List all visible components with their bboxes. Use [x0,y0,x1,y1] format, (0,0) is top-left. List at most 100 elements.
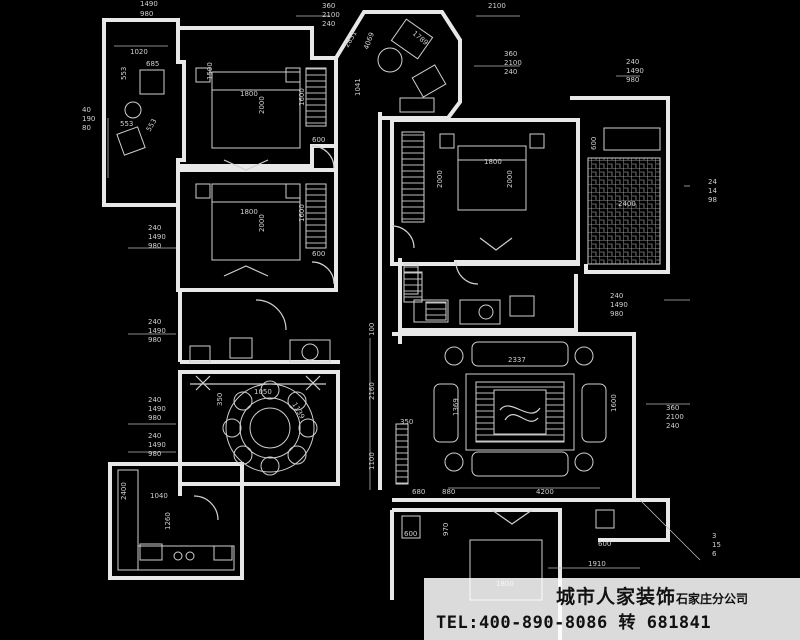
dim-2000-a: 2000 [258,96,266,114]
wardrobe-master [401,131,425,223]
dim-553-c: 553 [145,117,159,133]
dim-1490-a: 1490 [140,0,158,8]
dim-240-a: 240 [322,20,335,28]
dim-970: 970 [442,523,450,536]
dim-1500: 1500 [206,62,214,80]
dim-360-b: 360 [504,50,517,58]
sofa-top [471,341,569,367]
dim-2831: 2831 [343,30,359,49]
dim-240-c: 240 [626,58,639,66]
company-name-main: 城市人家装饰 [556,586,677,608]
dim-2100-d: 2100 [666,413,684,421]
dim-685: 685 [146,60,159,68]
dim-2000-b: 2000 [436,170,444,188]
dim-1139: 1139 [290,401,306,420]
dim-1369: 1369 [452,398,460,416]
dim-3: 3 [712,532,716,540]
dim-1040: 1040 [150,492,168,500]
sofa-right [581,383,607,443]
dim-2000-c: 2000 [506,170,514,188]
dim-600-b: 600 [590,137,598,150]
kitchen-counter [117,469,139,571]
dim-1260: 1260 [164,512,172,530]
dim-6: 6 [712,550,717,558]
dim-980-g: 980 [148,450,161,458]
dim-2337: 2337 [508,356,526,364]
master-bed [457,145,527,211]
company-phone: TEL:400-890-8086 转 681841 [436,613,712,633]
dim-1789: 1789 [411,29,430,47]
toilet [478,304,494,320]
dim-1600-b: 1600 [298,204,306,222]
walls [102,10,670,640]
dim-350-b: 350 [400,418,413,426]
dim-240-b: 240 [504,68,517,76]
dim-240-f: 240 [610,292,623,300]
dim-1050: 1050 [254,388,272,396]
company-name: 城市人家装饰石家庄分公司 [556,582,748,609]
dim-1800-a: 1800 [240,90,258,98]
dim-350-a: 350 [216,393,224,406]
dim-2100-c: 2100 [504,59,522,67]
dim-553-b: 553 [120,120,133,128]
dim-600-d: 600 [404,530,417,538]
dim-980-e: 980 [610,310,623,318]
round-table [377,47,403,73]
watermark-banner [424,578,800,640]
dim-15: 15 [712,541,721,549]
balcony-tile [587,157,661,265]
chair-a [139,69,165,95]
dim-240-g: 240 [666,422,679,430]
dim-1490-b: 1490 [626,67,644,75]
sofa-left [433,383,459,443]
dim-1490-f: 1490 [148,405,166,413]
dim-2160: 2160 [368,382,376,400]
dim-980-a: 980 [140,10,153,18]
dimension-labels: 1490 980 360 2100 240 2100 1020 685 1500… [82,0,721,588]
dim-80: 80 [82,124,91,132]
dim-980-d: 980 [148,336,161,344]
dim-1600-a: 1600 [298,88,306,106]
dim-360-c: 360 [666,404,679,412]
dim-4069: 4069 [362,31,376,50]
dining-table [225,383,315,473]
dim-1490-g: 1490 [148,441,166,449]
dimension-lines [107,15,701,569]
dim-1020: 1020 [130,48,148,56]
dim-1800-c: 1800 [240,208,258,216]
dim-1490-d: 1490 [148,327,166,335]
sofa-bottom [471,451,569,477]
dim-360-a: 360 [322,2,335,10]
dim-190: 190 [82,115,95,123]
dim-980-f: 980 [148,414,161,422]
dim-1600-c: 1600 [610,394,618,412]
dim-600-a: 600 [312,136,325,144]
dim-1100: 1100 [368,452,376,470]
dim-240-i: 240 [148,432,161,440]
dim-2100-b: 2100 [488,2,506,10]
dim-680: 680 [412,488,425,496]
dim-1910: 1910 [588,560,606,568]
dim-240-h: 240 [148,396,161,404]
dim-240-e: 240 [148,318,161,326]
dim-980-b: 980 [626,76,639,84]
dim-2000-d: 2000 [258,214,266,232]
dim-98: 98 [708,196,717,204]
dim-600-e: 600 [598,540,611,548]
living-rug [465,373,575,451]
dim-2400-b: 2400 [120,482,128,500]
chair-b [116,126,146,156]
dim-1800-b: 1800 [484,158,502,166]
dim-240-d: 240 [148,224,161,232]
dim-980-c: 980 [148,242,161,250]
dim-1490-e: 1490 [610,301,628,309]
dim-100: 100 [368,323,376,336]
dim-1490-c: 1490 [148,233,166,241]
dim-14: 14 [708,187,717,195]
dim-4200: 4200 [536,488,554,496]
dim-24: 24 [708,178,717,186]
bed-2 [211,183,301,261]
dim-2100-a: 2100 [322,11,340,19]
dim-1041: 1041 [354,78,362,96]
